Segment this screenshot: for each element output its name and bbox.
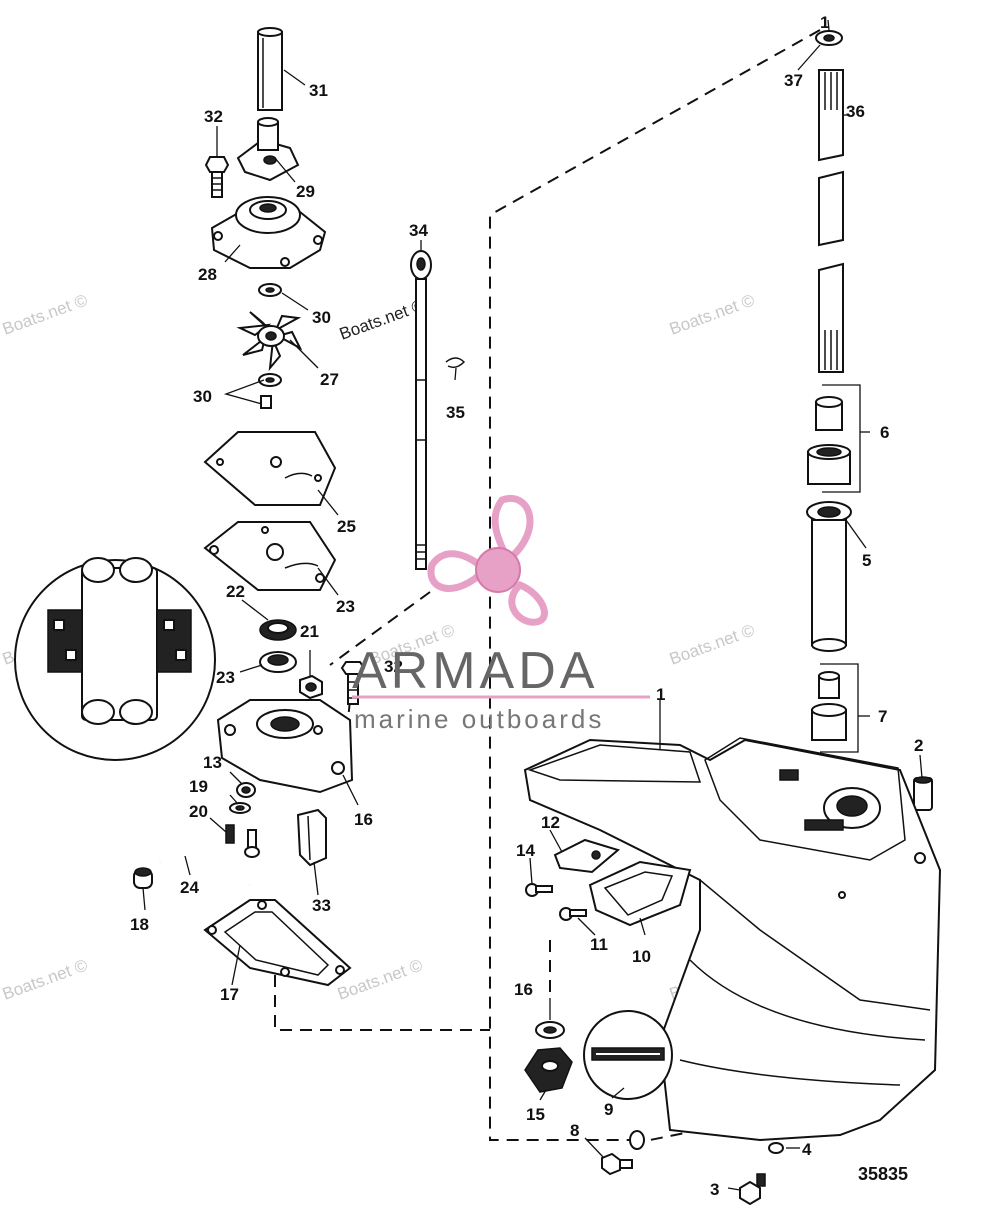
part-4-washer xyxy=(768,1142,784,1154)
callout-32-upper: 32 xyxy=(204,107,223,126)
callout-5: 5 xyxy=(862,551,871,570)
callout-30-lower: 30 xyxy=(193,387,212,406)
callout-16: 16 xyxy=(514,980,533,999)
callout-34: 34 xyxy=(409,221,428,240)
callout-33: 33 xyxy=(312,896,331,915)
part-28-seal-plate xyxy=(236,117,300,182)
callout-7: 7 xyxy=(878,707,887,726)
group-bracket-6 xyxy=(822,384,870,493)
part-31-water-tube xyxy=(257,27,283,111)
part-11-screw xyxy=(559,907,587,921)
part-8-plug xyxy=(601,1152,633,1176)
callout-9: 9 xyxy=(604,1100,613,1119)
callout-10: 10 xyxy=(632,947,651,966)
part-25-bent-tube xyxy=(158,842,260,886)
magnified-seal-inset xyxy=(14,557,216,761)
part-10-cover xyxy=(588,860,692,927)
callout-6: 6 xyxy=(880,423,889,442)
callout-18: 17 xyxy=(220,985,239,1004)
callout-31: 31 xyxy=(309,81,328,100)
part-24-gasket xyxy=(203,521,337,591)
part-7-bushing-set xyxy=(811,671,847,741)
part-17-lower-housing xyxy=(216,699,354,794)
callout-27: 28 xyxy=(198,265,217,284)
callout-8: 8 xyxy=(570,1121,579,1140)
callout-17: 16 xyxy=(354,810,373,829)
callout-22: 21 xyxy=(300,622,319,641)
part-32-bolt-lower xyxy=(340,661,366,705)
callout-15: 15 xyxy=(526,1105,545,1124)
callout-28: 29 xyxy=(296,182,315,201)
part-18-base-gasket xyxy=(203,899,352,987)
callout-24: 23 xyxy=(336,597,355,616)
part-23-seal-upper xyxy=(259,619,297,641)
watermark-text: Boats.net © xyxy=(0,290,91,338)
part-23-seal-lower xyxy=(259,651,297,673)
callout-13: 14 xyxy=(516,841,535,860)
part-37-washer xyxy=(815,30,843,46)
part-36-driveshaft xyxy=(818,69,844,373)
watermark-text: Boats.net © xyxy=(337,295,428,343)
part-14-grommet xyxy=(236,782,256,798)
part-32-bolt-upper xyxy=(204,156,230,198)
watermark-text: Boats.net © xyxy=(335,955,426,1003)
part-21-screw xyxy=(225,824,257,849)
callout-19: 18 xyxy=(130,915,149,934)
detail-inset-9 xyxy=(583,1010,673,1100)
watermark-text: Boats.net © xyxy=(667,620,758,668)
part-2-dowel-pin xyxy=(913,776,933,811)
part-19-cap xyxy=(133,867,153,889)
callout-labels: 31 32 29 28 30 27 30 25 23 22 23 21 32 1… xyxy=(130,13,923,1199)
part-15-gear xyxy=(524,1047,573,1093)
part-1-gearcase xyxy=(523,737,942,1142)
callout-29: 27 xyxy=(320,370,339,389)
armada-logo: ARMADA marine outboards xyxy=(352,494,650,734)
part-9-gasket-washer xyxy=(629,1130,645,1150)
part-12-shim xyxy=(553,838,621,874)
callout-32-lower: 32 xyxy=(384,657,403,676)
callout-11: 11 xyxy=(590,935,608,954)
callout-2: 2 xyxy=(914,736,923,755)
part-5-sleeve xyxy=(806,501,852,652)
part-30-washer-upper xyxy=(258,283,282,297)
callout-26: 25 xyxy=(337,517,356,536)
callout-12: 12 xyxy=(541,813,560,832)
callout-21: 20 xyxy=(189,802,208,821)
brand-tagline: marine outboards xyxy=(354,704,604,734)
leader-lines xyxy=(142,19,923,1191)
callout-23-upper: 22 xyxy=(226,582,245,601)
part-29-impeller xyxy=(236,311,303,372)
part-20-fitting xyxy=(229,802,251,814)
watermark-text: Boats.net © xyxy=(667,290,758,338)
figure-number: 35835 xyxy=(858,1164,908,1184)
callout-25: 24 xyxy=(180,878,199,897)
brand-name: ARMADA xyxy=(352,642,598,700)
part-35-clip xyxy=(445,357,466,369)
part-26-wear-plate xyxy=(203,431,337,506)
callout-30-upper: 30 xyxy=(312,308,331,327)
part-30-washer-lower xyxy=(258,373,282,409)
callout-36: 36 xyxy=(846,102,865,121)
callout-20: 19 xyxy=(189,777,208,796)
callout-3: 3 xyxy=(710,1180,719,1199)
part-16-washer xyxy=(535,1021,565,1039)
watermark-text: Boats.net © xyxy=(0,955,91,1003)
part-22-nut xyxy=(299,674,323,700)
callout-35: 35 xyxy=(446,403,465,422)
group-bracket-7 xyxy=(820,663,870,753)
callout-1-top: 1 xyxy=(820,13,829,32)
part-33-coupler xyxy=(296,808,327,867)
part-13-screw xyxy=(525,883,553,897)
part-6-bearing-set xyxy=(807,396,851,485)
part-3-screw xyxy=(739,1173,766,1206)
callout-23-lower: 23 xyxy=(216,668,235,687)
callout-14: 13 xyxy=(203,753,222,772)
callout-37: 37 xyxy=(784,71,803,90)
callout-1: 1 xyxy=(656,685,665,704)
part-27-pump-housing xyxy=(210,196,327,269)
callout-4: 4 xyxy=(802,1140,812,1159)
